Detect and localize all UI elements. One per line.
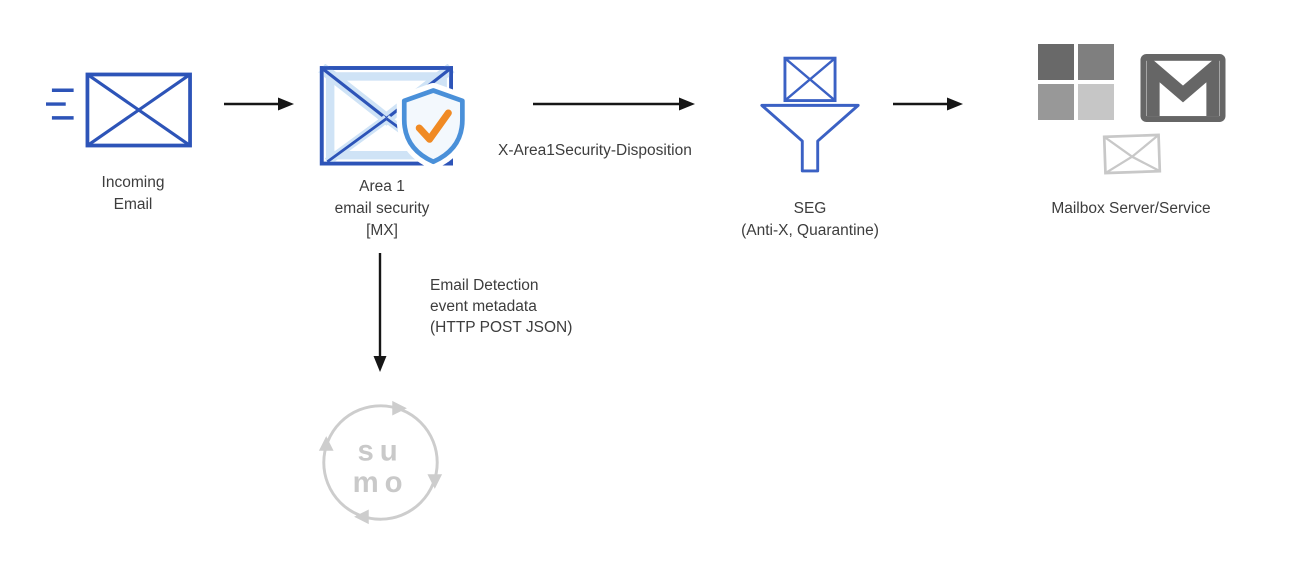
disposition-edge-label: X-Area1Security-Disposition bbox=[498, 142, 692, 159]
seg-label-line2: (Anti-X, Quarantine) bbox=[741, 222, 879, 239]
area1-label-line3: [MX] bbox=[366, 222, 398, 239]
sumo-logo-text-line1: su bbox=[358, 435, 404, 468]
microsoft-logo-icon bbox=[1038, 44, 1114, 120]
area1-label: Area 1 email security [MX] bbox=[307, 176, 457, 242]
seg-label-line1: SEG bbox=[793, 200, 827, 217]
area1-label-line2: email security bbox=[334, 200, 430, 217]
metadata-edge-label-line1: Email Detection bbox=[430, 277, 539, 294]
metadata-edge-label-line2: event metadata bbox=[430, 298, 537, 315]
gmail-icon bbox=[1140, 54, 1226, 122]
seg-label: SEG (Anti-X, Quarantine) bbox=[710, 198, 910, 242]
arrow-right-1-icon bbox=[224, 94, 294, 114]
arrow-down-icon bbox=[370, 253, 390, 373]
sumo-logic-logo: su mo bbox=[314, 396, 447, 529]
area1-label-line1: Area 1 bbox=[359, 178, 405, 195]
arrow-right-3-icon bbox=[893, 94, 963, 114]
incoming-email-icon bbox=[46, 70, 194, 150]
area1-shielded-envelope-icon bbox=[318, 64, 468, 177]
sumo-logo-text-line2: mo bbox=[353, 466, 409, 499]
mailbox-label: Mailbox Server/Service bbox=[1051, 200, 1211, 217]
metadata-edge-label: Email Detection event metadata (HTTP POS… bbox=[430, 275, 572, 338]
arrow-right-2-icon bbox=[533, 94, 695, 114]
incoming-email-label-line1: Incoming bbox=[101, 174, 165, 191]
seg-funnel-icon bbox=[757, 55, 863, 176]
incoming-email-label-line2: Email bbox=[113, 196, 153, 213]
small-envelope-icon bbox=[1102, 132, 1162, 176]
metadata-edge-label-line3: (HTTP POST JSON) bbox=[430, 319, 573, 336]
incoming-email-label: Incoming Email bbox=[58, 172, 208, 216]
